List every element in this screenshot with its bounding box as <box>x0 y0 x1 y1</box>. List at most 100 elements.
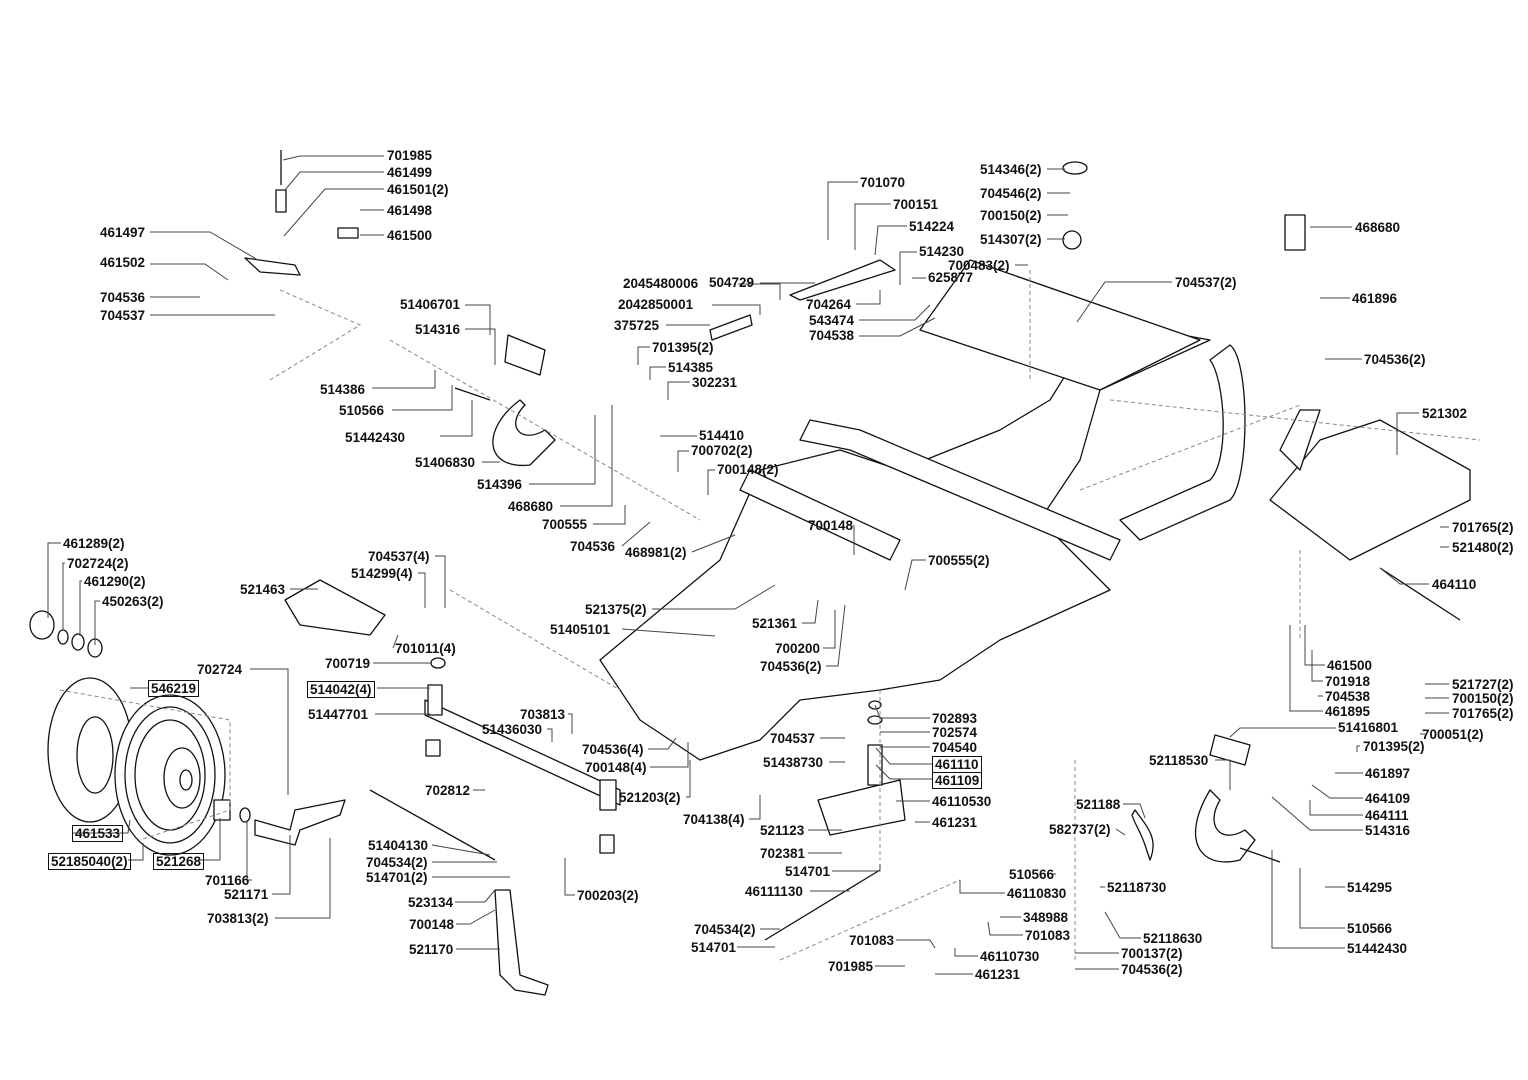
leader-line <box>283 188 384 237</box>
part-label: 461896 <box>1352 291 1398 306</box>
leader-line <box>987 921 1023 936</box>
part-label: 514701(2) <box>366 870 428 885</box>
leader-line <box>686 760 691 798</box>
leader-line <box>564 858 575 896</box>
assembly-dashed-line <box>1109 399 1481 441</box>
part-label: 468680 <box>508 499 554 514</box>
leader-line <box>677 450 689 472</box>
part-label: 704536(2) <box>1121 962 1183 977</box>
part-label: 514295 <box>1347 880 1393 895</box>
leader-line <box>272 835 291 895</box>
leader-line <box>896 939 936 949</box>
part-label: 700148(4) <box>585 760 647 775</box>
leader-line <box>1271 850 1345 949</box>
leader-line <box>859 317 936 337</box>
part-label: 2045480006 <box>623 276 699 291</box>
part-label: 461110 <box>932 756 982 773</box>
leader-line <box>712 304 761 315</box>
part-label: 701765(2) <box>1452 520 1514 535</box>
part-label: 468981(2) <box>625 545 687 560</box>
part-label: 348988 <box>1023 910 1069 925</box>
frame-rear-tube <box>1119 344 1246 541</box>
part-label: 302231 <box>692 375 738 390</box>
washer-700719 <box>430 657 446 669</box>
bushing-bottom <box>599 834 615 854</box>
part-label: 51406830 <box>415 455 476 470</box>
leader-line <box>874 225 907 256</box>
part-label: 704537(2) <box>1175 275 1237 290</box>
part-label: 51406701 <box>400 297 461 312</box>
part-label: 701166 <box>205 873 250 888</box>
part-label: 510566 <box>1009 867 1055 882</box>
assembly-dashed-line <box>269 289 362 381</box>
tie-rod-46111130 <box>764 869 881 941</box>
leader-line <box>707 469 715 495</box>
part-label: 461502 <box>100 255 146 270</box>
part-label: 701918 <box>1325 674 1371 689</box>
part-label: 700148(2) <box>717 462 779 477</box>
part-label: 51404130 <box>368 838 429 853</box>
part-label: 582737(2) <box>1049 822 1111 837</box>
leader-line <box>435 555 446 608</box>
leader-line <box>875 747 932 765</box>
leader-line <box>418 572 426 608</box>
part-label: 461897 <box>1365 766 1411 781</box>
steering-arm-521170 <box>494 889 549 996</box>
part-label: 461500 <box>387 228 433 243</box>
part-label: 702724(2) <box>67 556 129 571</box>
part-label: 46111130 <box>745 884 803 899</box>
part-label: 704546(2) <box>980 186 1042 201</box>
leader-line <box>749 795 761 820</box>
leader-line <box>738 283 781 300</box>
part-label: 521361 <box>752 616 798 631</box>
leader-line <box>649 366 666 380</box>
part-label: 521727(2) <box>1452 677 1514 692</box>
part-label: 461895 <box>1325 704 1371 719</box>
part-label: 514701 <box>691 940 737 955</box>
part-label: 701011(4) <box>395 641 456 656</box>
part-label: 700483(2) <box>948 258 1010 273</box>
leader-lines <box>47 155 1449 975</box>
part-label: 514410 <box>699 428 745 443</box>
leader-line <box>823 610 836 649</box>
part-label: 464111 <box>1365 808 1409 823</box>
part-label: 521268 <box>153 853 205 870</box>
bracket-461896 <box>1279 409 1321 471</box>
leader-line <box>150 263 229 281</box>
part-label: 704536 <box>100 290 146 305</box>
leader-line <box>529 415 596 485</box>
leader-line <box>72 819 131 834</box>
part-label: 521203(2) <box>619 790 681 805</box>
bushing-left <box>425 739 441 757</box>
part-label: 701985 <box>828 959 874 974</box>
lever-461497 <box>244 257 301 276</box>
leader-line <box>282 155 384 161</box>
leader-line <box>199 818 221 861</box>
leader-line <box>1104 911 1141 939</box>
leader-line <box>250 668 289 795</box>
leader-line <box>547 728 553 742</box>
part-label: 700148 <box>808 518 854 533</box>
wheel-461533 <box>114 694 226 856</box>
pin-51442430 <box>454 387 491 401</box>
part-label: 700051(2) <box>1422 727 1484 742</box>
leader-line <box>431 844 491 856</box>
front-axle-51447701 <box>424 699 621 806</box>
leader-line <box>47 542 61 618</box>
part-label: 704138(4) <box>683 812 745 827</box>
part-label: 704538 <box>1325 689 1371 704</box>
part-label: 464110 <box>1432 577 1477 592</box>
part-label: 52118730 <box>1107 880 1167 895</box>
leader-line <box>79 580 82 636</box>
tire-inner <box>76 716 114 794</box>
leader-line <box>1215 759 1231 790</box>
leader-line <box>1379 567 1429 585</box>
leader-line <box>832 864 881 872</box>
pin-51442430-right <box>1239 847 1281 863</box>
part-label: 704534(2) <box>694 922 756 937</box>
leader-line <box>440 400 473 437</box>
part-label: 514042(4) <box>307 681 375 698</box>
pedal-arm-52118530 <box>1194 789 1256 863</box>
part-label: 504729 <box>709 275 755 290</box>
part-label: 521463 <box>240 582 286 597</box>
